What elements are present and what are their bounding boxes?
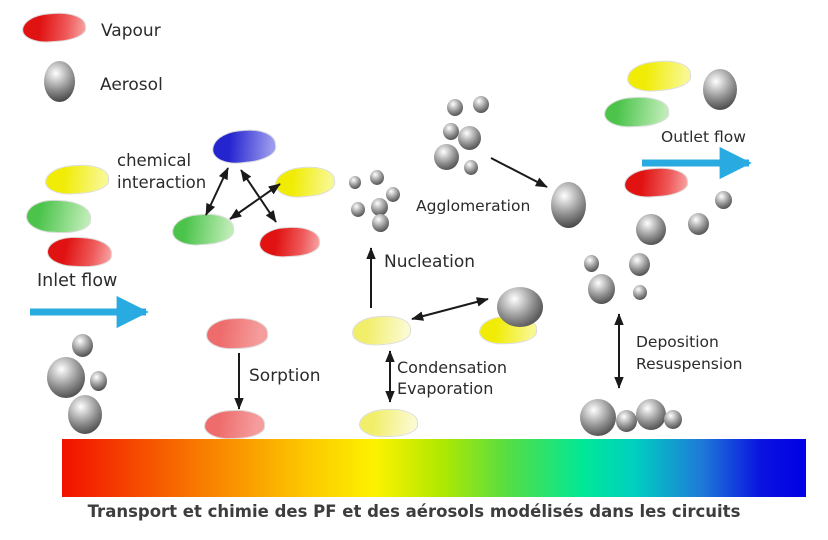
legend-aerosol-label: Aerosol [100, 75, 163, 95]
agglomeration-cluster-sphere [473, 96, 489, 113]
deposited-sphere [636, 399, 666, 430]
sorption-label: Sorption [249, 366, 321, 386]
nucleation-dot [351, 202, 365, 217]
sorption-top-vapour-blob [206, 317, 268, 350]
chemical-interaction-label: chemical interaction [117, 151, 207, 192]
nucleation-dot [370, 170, 384, 185]
deposited-sphere [616, 410, 637, 432]
agglomeration-arrow [490, 157, 548, 188]
chemical-yellow-vapour-blob [274, 165, 336, 199]
deposited-sphere [580, 399, 616, 436]
deposition-resuspension-label: Deposition Resuspension [636, 333, 743, 373]
condensation-evaporation-label: Condensation Evaporation [397, 358, 508, 399]
agglomeration-label: Agglomeration [416, 197, 531, 215]
legend-vapour-label: Vapour [101, 21, 161, 41]
agglomeration-cluster-sphere [434, 144, 459, 170]
legend-vapour-blob [22, 11, 86, 44]
legend-aerosol-sphere [44, 61, 75, 102]
agglomeration-cluster-sphere [464, 160, 478, 175]
chemical-arrow-blue-red [240, 169, 277, 223]
deposition-field-sphere [688, 213, 709, 235]
agglomeration-cluster-sphere [447, 99, 463, 116]
deposition-field-sphere [588, 274, 615, 304]
nucleation-dot [386, 187, 400, 202]
chemical-blue-vapour-blob [211, 127, 277, 166]
inlet-aerosol-sphere [47, 357, 85, 398]
deposition-field-sphere [715, 191, 732, 209]
chemical-green-vapour-blob [172, 212, 234, 247]
inlet-flow-label: Inlet flow [37, 271, 118, 291]
inlet-red-vapour-blob [47, 236, 112, 268]
outlet-flow-label: Outlet flow [661, 128, 746, 146]
inlet-green-vapour-blob [26, 199, 91, 234]
outlet-red-vapour-blob [624, 166, 688, 199]
agglomeration-result-sphere [551, 182, 586, 228]
nucleation-dot [349, 176, 361, 189]
chemical-red-vapour-blob [259, 226, 320, 258]
inlet-yellow-vapour-blob [45, 163, 109, 196]
agglomeration-cluster-sphere [443, 123, 459, 140]
chemical-arrow-yellow-green [229, 183, 281, 220]
inlet-aerosol-sphere [90, 371, 107, 391]
deposition-field-sphere [584, 255, 599, 272]
chemical-arrow-blue-green [205, 167, 229, 216]
outlet-aerosol-sphere [703, 69, 737, 110]
condensation-aerosol-sphere [497, 287, 543, 327]
inlet-aerosol-sphere [68, 395, 102, 434]
condensation-left-vapour-blob [352, 315, 411, 346]
nucleation-label: Nucleation [384, 252, 476, 272]
temperature-gradient-bar [62, 439, 806, 497]
deposition-field-sphere [636, 214, 666, 245]
deposition-field-sphere [629, 253, 650, 276]
condensation-diagonal-arrow [411, 297, 489, 321]
inlet-aerosol-sphere [72, 334, 93, 357]
nucleation-dot [372, 214, 389, 232]
deposited-sphere [664, 410, 682, 429]
outlet-green-vapour-blob [604, 96, 669, 128]
condensation-bottom-vapour-blob [359, 409, 418, 437]
agglomeration-cluster-sphere [458, 126, 481, 150]
diagram-caption: Transport et chimie des PF et des aéroso… [87, 502, 741, 521]
sorption-bottom-vapour-blob [204, 409, 265, 440]
outlet-yellow-vapour-blob [626, 59, 692, 93]
deposition-field-sphere [633, 285, 647, 300]
nucleation-dot [371, 198, 388, 216]
